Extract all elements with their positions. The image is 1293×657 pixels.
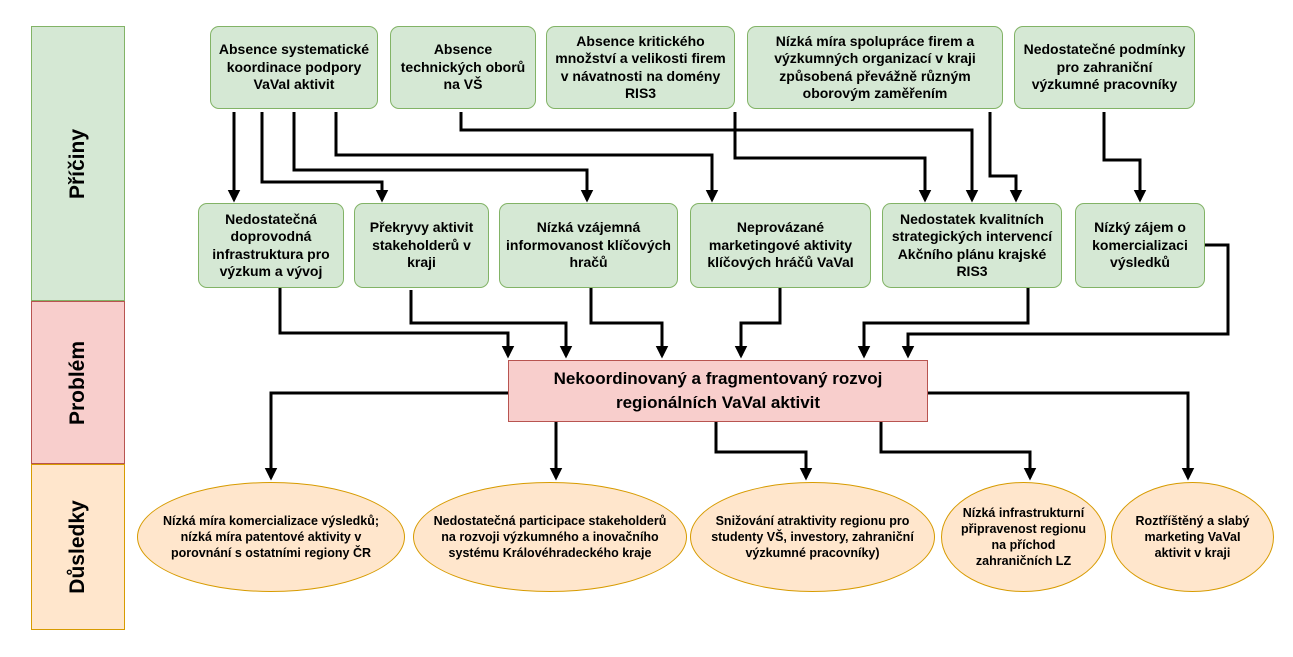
consequence-4: Nízká infrastrukturní připravenost regio… [941,482,1106,592]
consequence-2: Nedostatečná participace stakeholderů na… [413,482,687,592]
arrow-problem-to-cons3 [714,422,813,481]
arrow-direct4-to-problem [734,288,782,359]
arrow-root1-to-direct2 [260,112,389,203]
arrow-root3-to-direct5 [733,112,932,203]
arrow-problem-to-cons1 [264,391,508,481]
root-cause-1: Absence systematické koordinace podpory … [210,26,378,109]
arrow-direct2-to-problem [409,290,573,359]
band-consequences: Důsledky [31,464,125,630]
root-cause-2: Absence technických oborů na VŠ [390,26,536,109]
band-causes: Příčiny [31,26,125,301]
central-problem: Nekoordinovaný a fragmentovaný rozvoj re… [508,360,928,422]
arrow-direct5-to-problem [857,288,1030,359]
arrow-root4-to-direct5 [988,112,1023,203]
direct-cause-4: Neprovázané marketingové aktivity klíčov… [690,203,871,288]
arrow-direct1-to-problem [278,288,515,359]
direct-cause-3: Nízká vzájemná informovanost klíčových h… [499,203,678,288]
band-problem: Problém [31,301,125,464]
direct-cause-2: Překryvy aktivit stakeholderů v kraji [354,203,489,288]
arrow-root5-to-direct6 [1102,112,1147,203]
consequence-3: Snižování atraktivity regionu pro studen… [690,482,935,592]
consequence-5: Roztříštěný a slabý marketing VaVaI akti… [1111,482,1274,592]
root-cause-4: Nízká míra spolupráce firem a výzkumných… [747,26,1003,109]
root-cause-3: Absence kritického množství a velikosti … [546,26,735,109]
arrow-root2-to-direct5 [459,112,979,203]
root-cause-5: Nedostatečné podmínky pro zahraniční výz… [1014,26,1195,109]
direct-cause-5: Nedostatek kvalitních strategických inte… [882,203,1062,288]
arrow-root1-to-direct4 [334,112,719,203]
arrow-problem-to-cons5 [928,391,1195,481]
arrow-problem-to-cons4 [879,422,1037,481]
consequence-1: Nízká míra komercializace výsledků; nízk… [137,482,405,592]
arrow-direct6-to-problem [901,243,1230,359]
direct-cause-1: Nedostatečná doprovodná infrastruktura p… [198,203,344,288]
direct-cause-6: Nízký zájem o komercializaci výsledků [1075,203,1205,288]
arrow-direct3-to-problem [589,288,669,359]
arrow-root1-to-direct3 [292,112,594,203]
